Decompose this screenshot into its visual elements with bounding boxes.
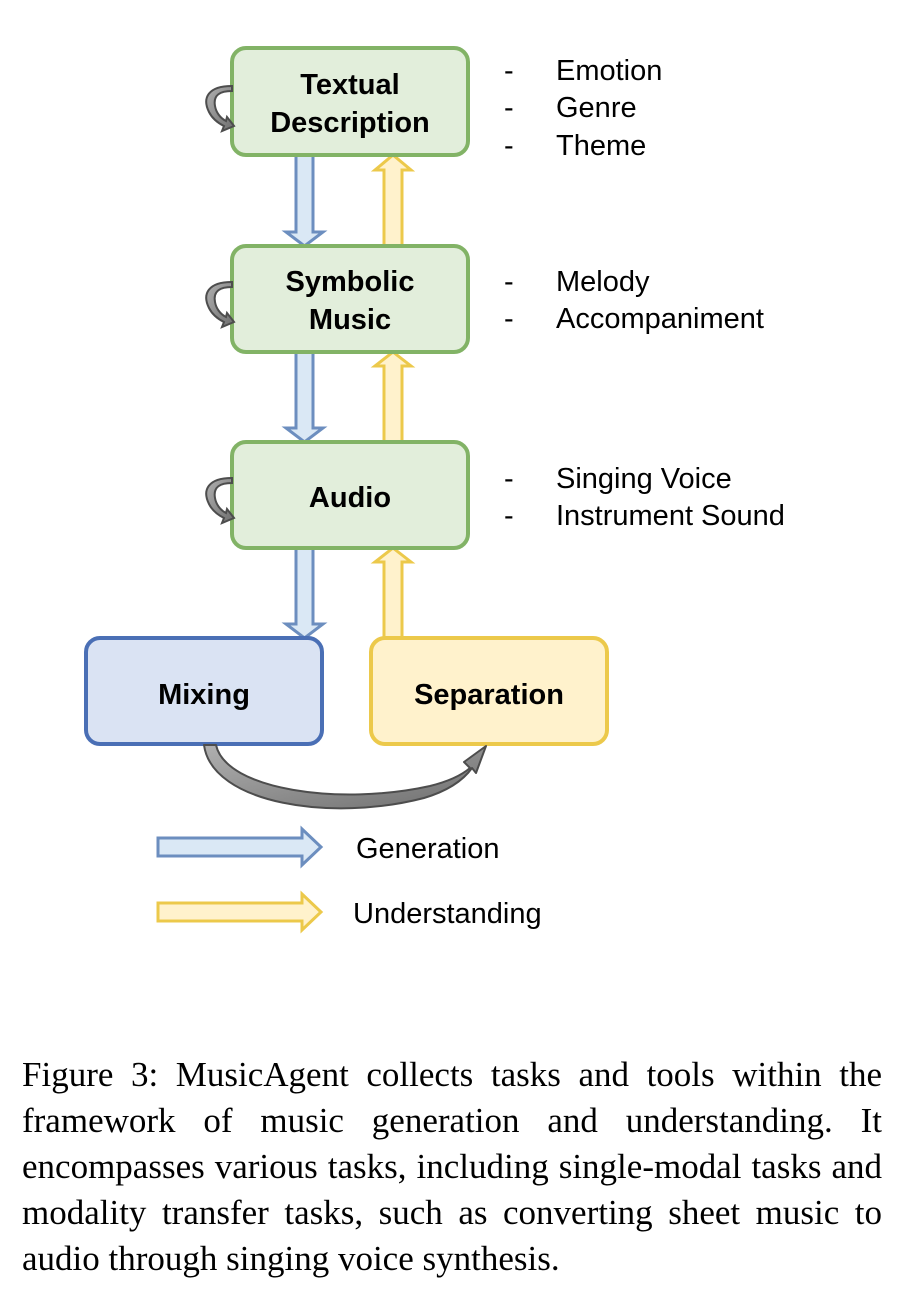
node-textual-description (230, 46, 470, 157)
node-symbolic-music-line-1: Symbolic (286, 266, 415, 298)
generation-arrow-textual-to-symbolic (281, 153, 328, 248)
self-loop-arrow-textual (205, 84, 236, 133)
textual-bullet-1: - (504, 55, 514, 87)
node-separation (369, 636, 609, 746)
figure-caption-label: Figure 3: (22, 1055, 159, 1094)
legend-generation-label: Generation (356, 833, 500, 865)
symbolic-bullet-1: - (504, 266, 514, 298)
legend-understanding-arrow (156, 890, 324, 934)
legend-generation-arrow (156, 825, 324, 869)
textual-item-theme: Theme (556, 130, 646, 162)
self-loop-arrow-symbolic (205, 280, 236, 329)
textual-bullet-2: - (504, 92, 514, 124)
generation-arrow-audio-to-mixing (281, 546, 328, 640)
node-mixing-label: Mixing (158, 679, 250, 711)
understanding-arrow-symbolic-to-textual (370, 153, 416, 248)
node-separation-label: Separation (414, 679, 564, 711)
audio-item-singing-voice: Singing Voice (556, 463, 732, 495)
textual-item-genre: Genre (556, 92, 637, 124)
node-symbolic-music-line-2: Music (309, 304, 391, 336)
mixing-to-separation-curve-arrow (203, 744, 487, 810)
symbolic-item-accompaniment: Accompaniment (556, 303, 764, 335)
node-textual-description-line-1: Textual (300, 69, 399, 101)
node-textual-description-line-2: Description (270, 107, 430, 139)
understanding-arrow-audio-to-symbolic (370, 350, 416, 444)
node-audio-label: Audio (309, 482, 391, 514)
generation-arrow-symbolic-to-audio (281, 350, 328, 444)
figure-caption-text: MusicAgent collects tasks and tools with… (22, 1055, 883, 1278)
textual-bullet-3: - (504, 130, 514, 162)
audio-bullet-1: - (504, 463, 514, 495)
legend-understanding-label: Understanding (353, 898, 542, 930)
understanding-arrow-separation-to-audio (370, 546, 416, 640)
node-audio (230, 440, 470, 550)
audio-item-instrument-sound: Instrument Sound (556, 500, 785, 532)
node-symbolic-music (230, 244, 470, 354)
music-task-diagram: Textual Description Symbolic Music Audio… (84, 46, 785, 934)
self-loop-arrow-audio (205, 476, 236, 525)
audio-bullet-2: - (504, 500, 514, 532)
symbolic-item-melody: Melody (556, 266, 650, 298)
figure-caption: Figure 3: MusicAgent collects tasks and … (22, 1052, 882, 1282)
textual-item-emotion: Emotion (556, 55, 662, 87)
symbolic-bullet-2: - (504, 303, 514, 335)
